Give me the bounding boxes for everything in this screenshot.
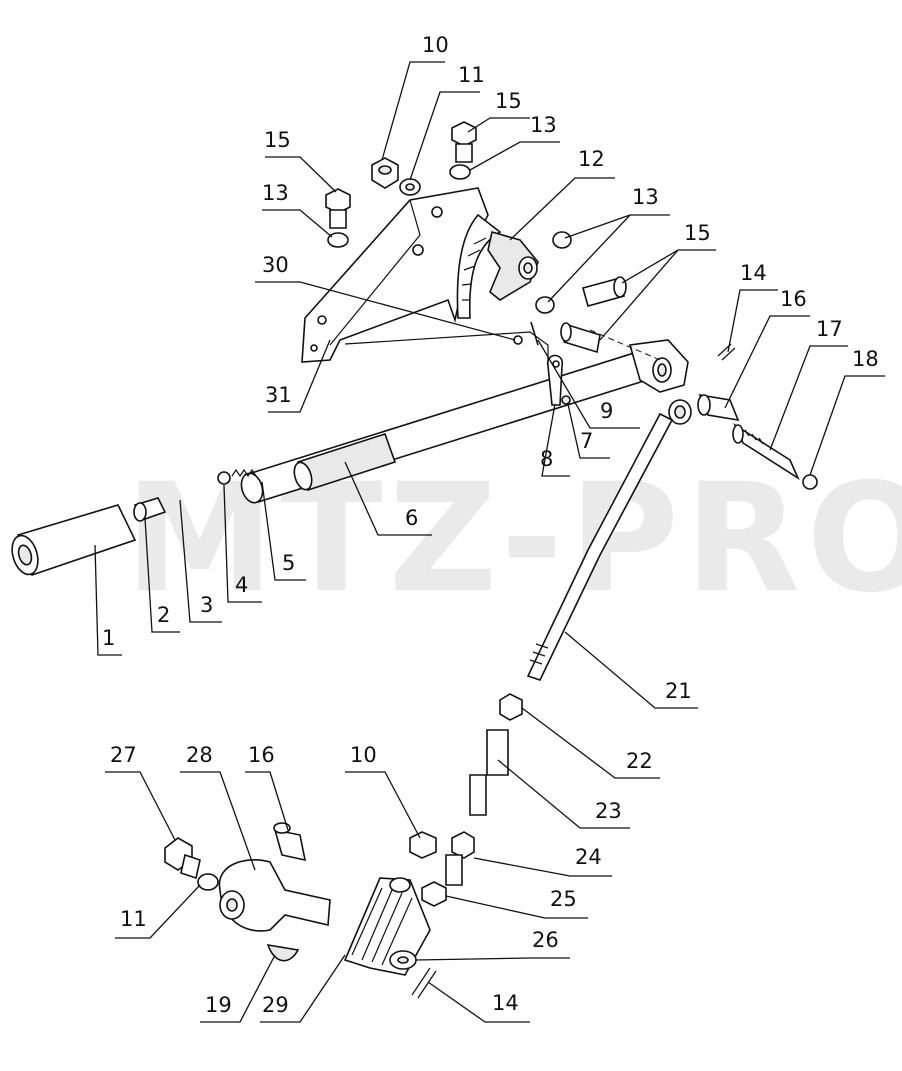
callout-2: 2 <box>157 603 170 627</box>
callout-27: 27 <box>110 743 137 767</box>
washer-13-top-right <box>449 164 471 180</box>
handle-grip <box>11 504 137 577</box>
cotter-pin-14-bottom <box>411 967 437 999</box>
callout-16-bottom: 16 <box>248 743 275 767</box>
bolt-15-top-right <box>451 121 477 163</box>
bolt-24 <box>445 831 475 886</box>
callout-10-bottom: 10 <box>350 743 377 767</box>
small-washer-4 <box>217 471 231 485</box>
callout-10-top: 10 <box>422 33 449 57</box>
callout-8: 8 <box>540 447 553 471</box>
bolt-27 <box>164 837 201 880</box>
coupler-23 <box>469 729 509 816</box>
washer-11-hole <box>405 183 415 191</box>
cotter-pin-14-top <box>717 343 736 361</box>
callout-14-top: 14 <box>740 261 767 285</box>
nut-10-top <box>371 157 399 189</box>
callout-12: 12 <box>578 147 605 171</box>
lever-arm-28 <box>218 859 331 932</box>
bolt-15-top-left <box>325 188 351 229</box>
push-rod <box>526 399 692 681</box>
callout-4: 4 <box>235 573 248 597</box>
callout-15-right: 15 <box>684 221 711 245</box>
bolt-15-right-a <box>582 276 627 307</box>
callout-group: 10 11 15 13 12 15 13 13 15 30 14 16 <box>94 33 885 1023</box>
washer-26-hole <box>397 956 409 964</box>
callout-24: 24 <box>575 845 602 869</box>
pawl-rod <box>344 331 549 365</box>
callout-25: 25 <box>550 887 577 911</box>
callout-19: 19 <box>205 993 232 1017</box>
washer-11-bottom <box>197 873 219 891</box>
handle-cap <box>133 497 167 522</box>
callout-15-left: 15 <box>264 128 291 152</box>
callout-22: 22 <box>626 749 653 773</box>
callout-13-left: 13 <box>262 181 289 205</box>
pawl-hole <box>552 360 560 368</box>
callout-7: 7 <box>580 429 593 453</box>
callout-29: 29 <box>262 993 289 1017</box>
bolt-15-right-b <box>560 322 601 354</box>
callout-9: 9 <box>600 399 613 423</box>
callout-15-top: 15 <box>495 89 522 113</box>
small-washer-7 <box>561 395 571 405</box>
washer-13-top-left <box>327 232 349 248</box>
callout-30: 30 <box>262 253 289 277</box>
assembly-line-pin <box>589 329 661 361</box>
nut-22 <box>499 693 523 721</box>
spring <box>231 468 257 478</box>
callout-16-top: 16 <box>780 287 807 311</box>
callout-23: 23 <box>595 799 622 823</box>
bushing-16-top <box>697 393 740 422</box>
nut-10-bottom <box>409 831 437 859</box>
callout-13-right: 13 <box>632 185 659 209</box>
callout-31: 31 <box>265 383 292 407</box>
callout-26: 26 <box>532 928 559 952</box>
callout-6: 6 <box>405 506 418 530</box>
woodruff-key-19 <box>266 943 300 962</box>
callout-13-top: 13 <box>530 113 557 137</box>
callout-3: 3 <box>200 593 213 617</box>
callout-1: 1 <box>102 626 115 650</box>
callout-5: 5 <box>282 551 295 575</box>
ratchet-sector <box>456 213 539 319</box>
callout-11-top: 11 <box>458 63 485 87</box>
callout-28: 28 <box>186 743 213 767</box>
callout-14-bottom: 14 <box>492 991 519 1015</box>
nut-25 <box>421 881 447 907</box>
bushing-16-bottom <box>273 822 307 862</box>
callout-21: 21 <box>665 679 692 703</box>
watermark-text: MTZ-PRO <box>125 452 902 626</box>
retaining-ring-18 <box>802 474 818 490</box>
rod-end-washer <box>513 335 523 345</box>
callout-17: 17 <box>816 317 843 341</box>
washer-13-right-a <box>552 231 572 249</box>
spring-pin-9 <box>530 321 539 346</box>
callout-18: 18 <box>852 347 879 371</box>
mounting-bracket <box>301 187 489 363</box>
clevis-pin-17 <box>732 422 800 481</box>
clevis-fork <box>343 877 431 976</box>
callout-11-bottom: 11 <box>120 907 147 931</box>
